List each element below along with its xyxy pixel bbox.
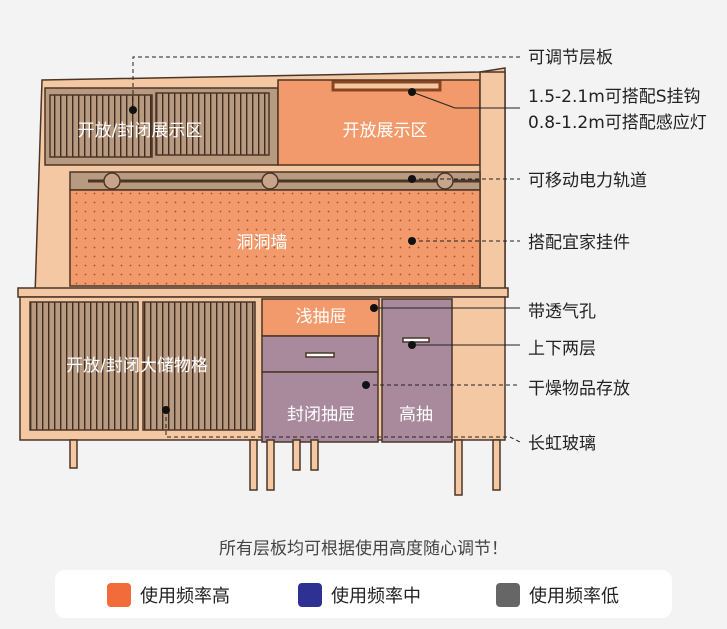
callout-two-layers: 上下两层 [528, 339, 596, 359]
legend-label-low: 使用频率低 [529, 586, 619, 607]
leg [454, 439, 463, 496]
side-panel-right [479, 71, 506, 296]
zone-label-closed-drawer: 封闭抽屉 [287, 405, 355, 425]
callout-power-rail: 可移动电力轨道 [528, 171, 647, 191]
hanging-rod [331, 80, 442, 92]
leg [292, 439, 301, 471]
leg [492, 439, 501, 491]
lower-cabinet-top [17, 287, 509, 298]
tall-drawer-handle [402, 337, 430, 343]
zone-label-tall-drawer: 高抽 [399, 405, 433, 425]
legend-swatch-high [107, 583, 131, 607]
zone-label-shallow-drawer: 浅抽屉 [296, 307, 347, 327]
callout-dots [129, 88, 416, 414]
callout-fluted-glass: 长虹玻璃 [528, 434, 596, 454]
callout-vent-holes: 带透气孔 [528, 302, 596, 322]
storage-door-right [142, 301, 256, 431]
shallow-drawer [261, 298, 380, 337]
tall-drawer [381, 298, 453, 443]
upper-right-display [277, 79, 481, 166]
caption: 所有层板均可根据使用高度随心调节！ [219, 539, 508, 559]
leg [310, 439, 319, 471]
leader-lines [132, 56, 521, 443]
slatted-door-right [155, 92, 270, 156]
zone-label-upper-left: 开放/封闭展示区 [78, 121, 203, 141]
rail-socket-2 [261, 172, 279, 190]
legend-label-high: 使用频率高 [140, 586, 230, 607]
zone-label-pegboard: 洞洞墙 [237, 233, 288, 253]
callout-s-hook: 1.5-2.1m可搭配S挂钩 [528, 87, 701, 107]
legend-item-high: 使用频率高 [107, 582, 230, 608]
closed-drawer-lower [261, 371, 379, 443]
callout-ikea-hooks: 搭配宜家挂件 [528, 233, 630, 253]
legend-swatch-low [496, 583, 520, 607]
legend-item-medium: 使用频率中 [298, 582, 421, 608]
drawer-handle [305, 352, 335, 358]
leg [266, 439, 275, 491]
callout-dry-storage: 干燥物品存放 [528, 379, 630, 399]
zone-label-lower-left: 开放/封闭大储物格 [66, 356, 208, 376]
zone-label-upper-right: 开放展示区 [343, 121, 428, 141]
legend-swatch-medium [298, 583, 322, 607]
legend: 使用频率高 使用频率中 使用频率低 [55, 570, 672, 618]
leg [69, 439, 78, 469]
legend-item-low: 使用频率低 [496, 582, 619, 608]
rail-socket-1 [103, 172, 121, 190]
callout-sensor-light: 0.8-1.2m可搭配感应灯 [528, 113, 707, 133]
leg [249, 439, 258, 491]
rail-socket-3 [436, 172, 454, 190]
slatted-door-left [49, 94, 153, 158]
storage-door-left [29, 301, 139, 431]
callout-adjustable-shelf: 可调节层板 [528, 48, 613, 68]
legend-label-medium: 使用频率中 [331, 586, 421, 607]
